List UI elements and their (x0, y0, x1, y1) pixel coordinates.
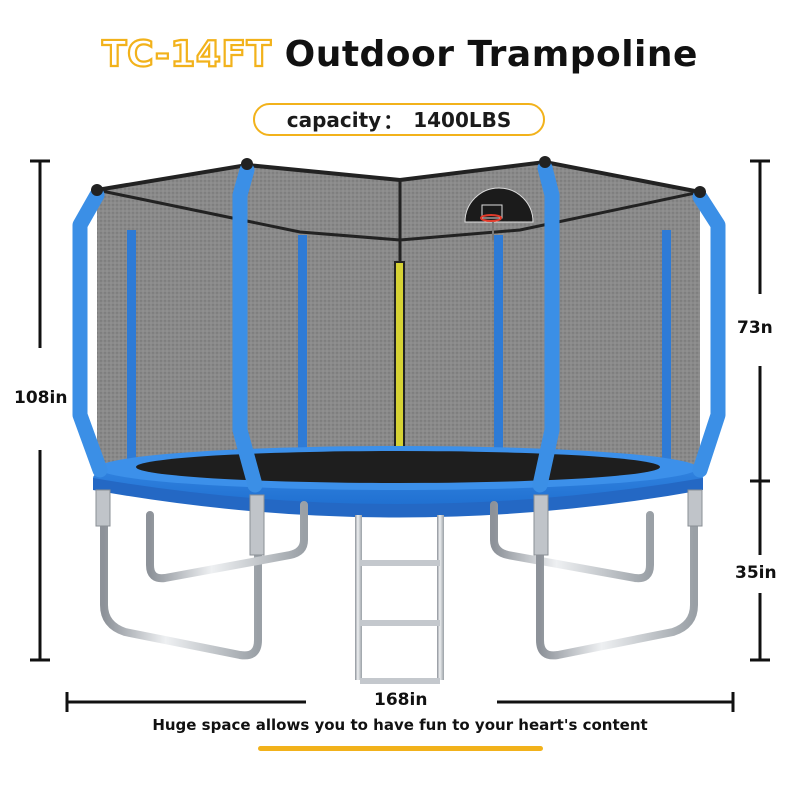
ladder (355, 515, 444, 684)
leg-sockets (95, 489, 703, 556)
diameter-label: 168in (374, 690, 428, 710)
capacity-label: capacity (286, 107, 382, 132)
pole-caps (91, 156, 706, 198)
dimension-lines (30, 159, 770, 712)
basketball-hoop (464, 187, 534, 240)
frame-pad (93, 446, 703, 518)
front-poles (72, 160, 726, 493)
steel-legs (100, 501, 698, 660)
jumping-mat (136, 451, 660, 483)
capacity-value: 1400LBS (413, 107, 512, 132)
capacity-separator: ： (383, 109, 404, 133)
back-poles (127, 230, 671, 465)
capacity-badge: capacity ： 1400LBS (253, 103, 545, 136)
product-title: TC-14FT Outdoor Trampoline (0, 33, 800, 76)
caption-underline (258, 746, 543, 751)
product-name: Outdoor Trampoline (284, 34, 698, 75)
frame-height-label: 35in (735, 563, 777, 583)
model-number: TC-14FT (101, 33, 272, 76)
total-height-label: 108in (14, 388, 68, 408)
caption-text: Huge space allows you to have fun to you… (152, 716, 648, 734)
net-height-label: 73n (737, 318, 773, 338)
